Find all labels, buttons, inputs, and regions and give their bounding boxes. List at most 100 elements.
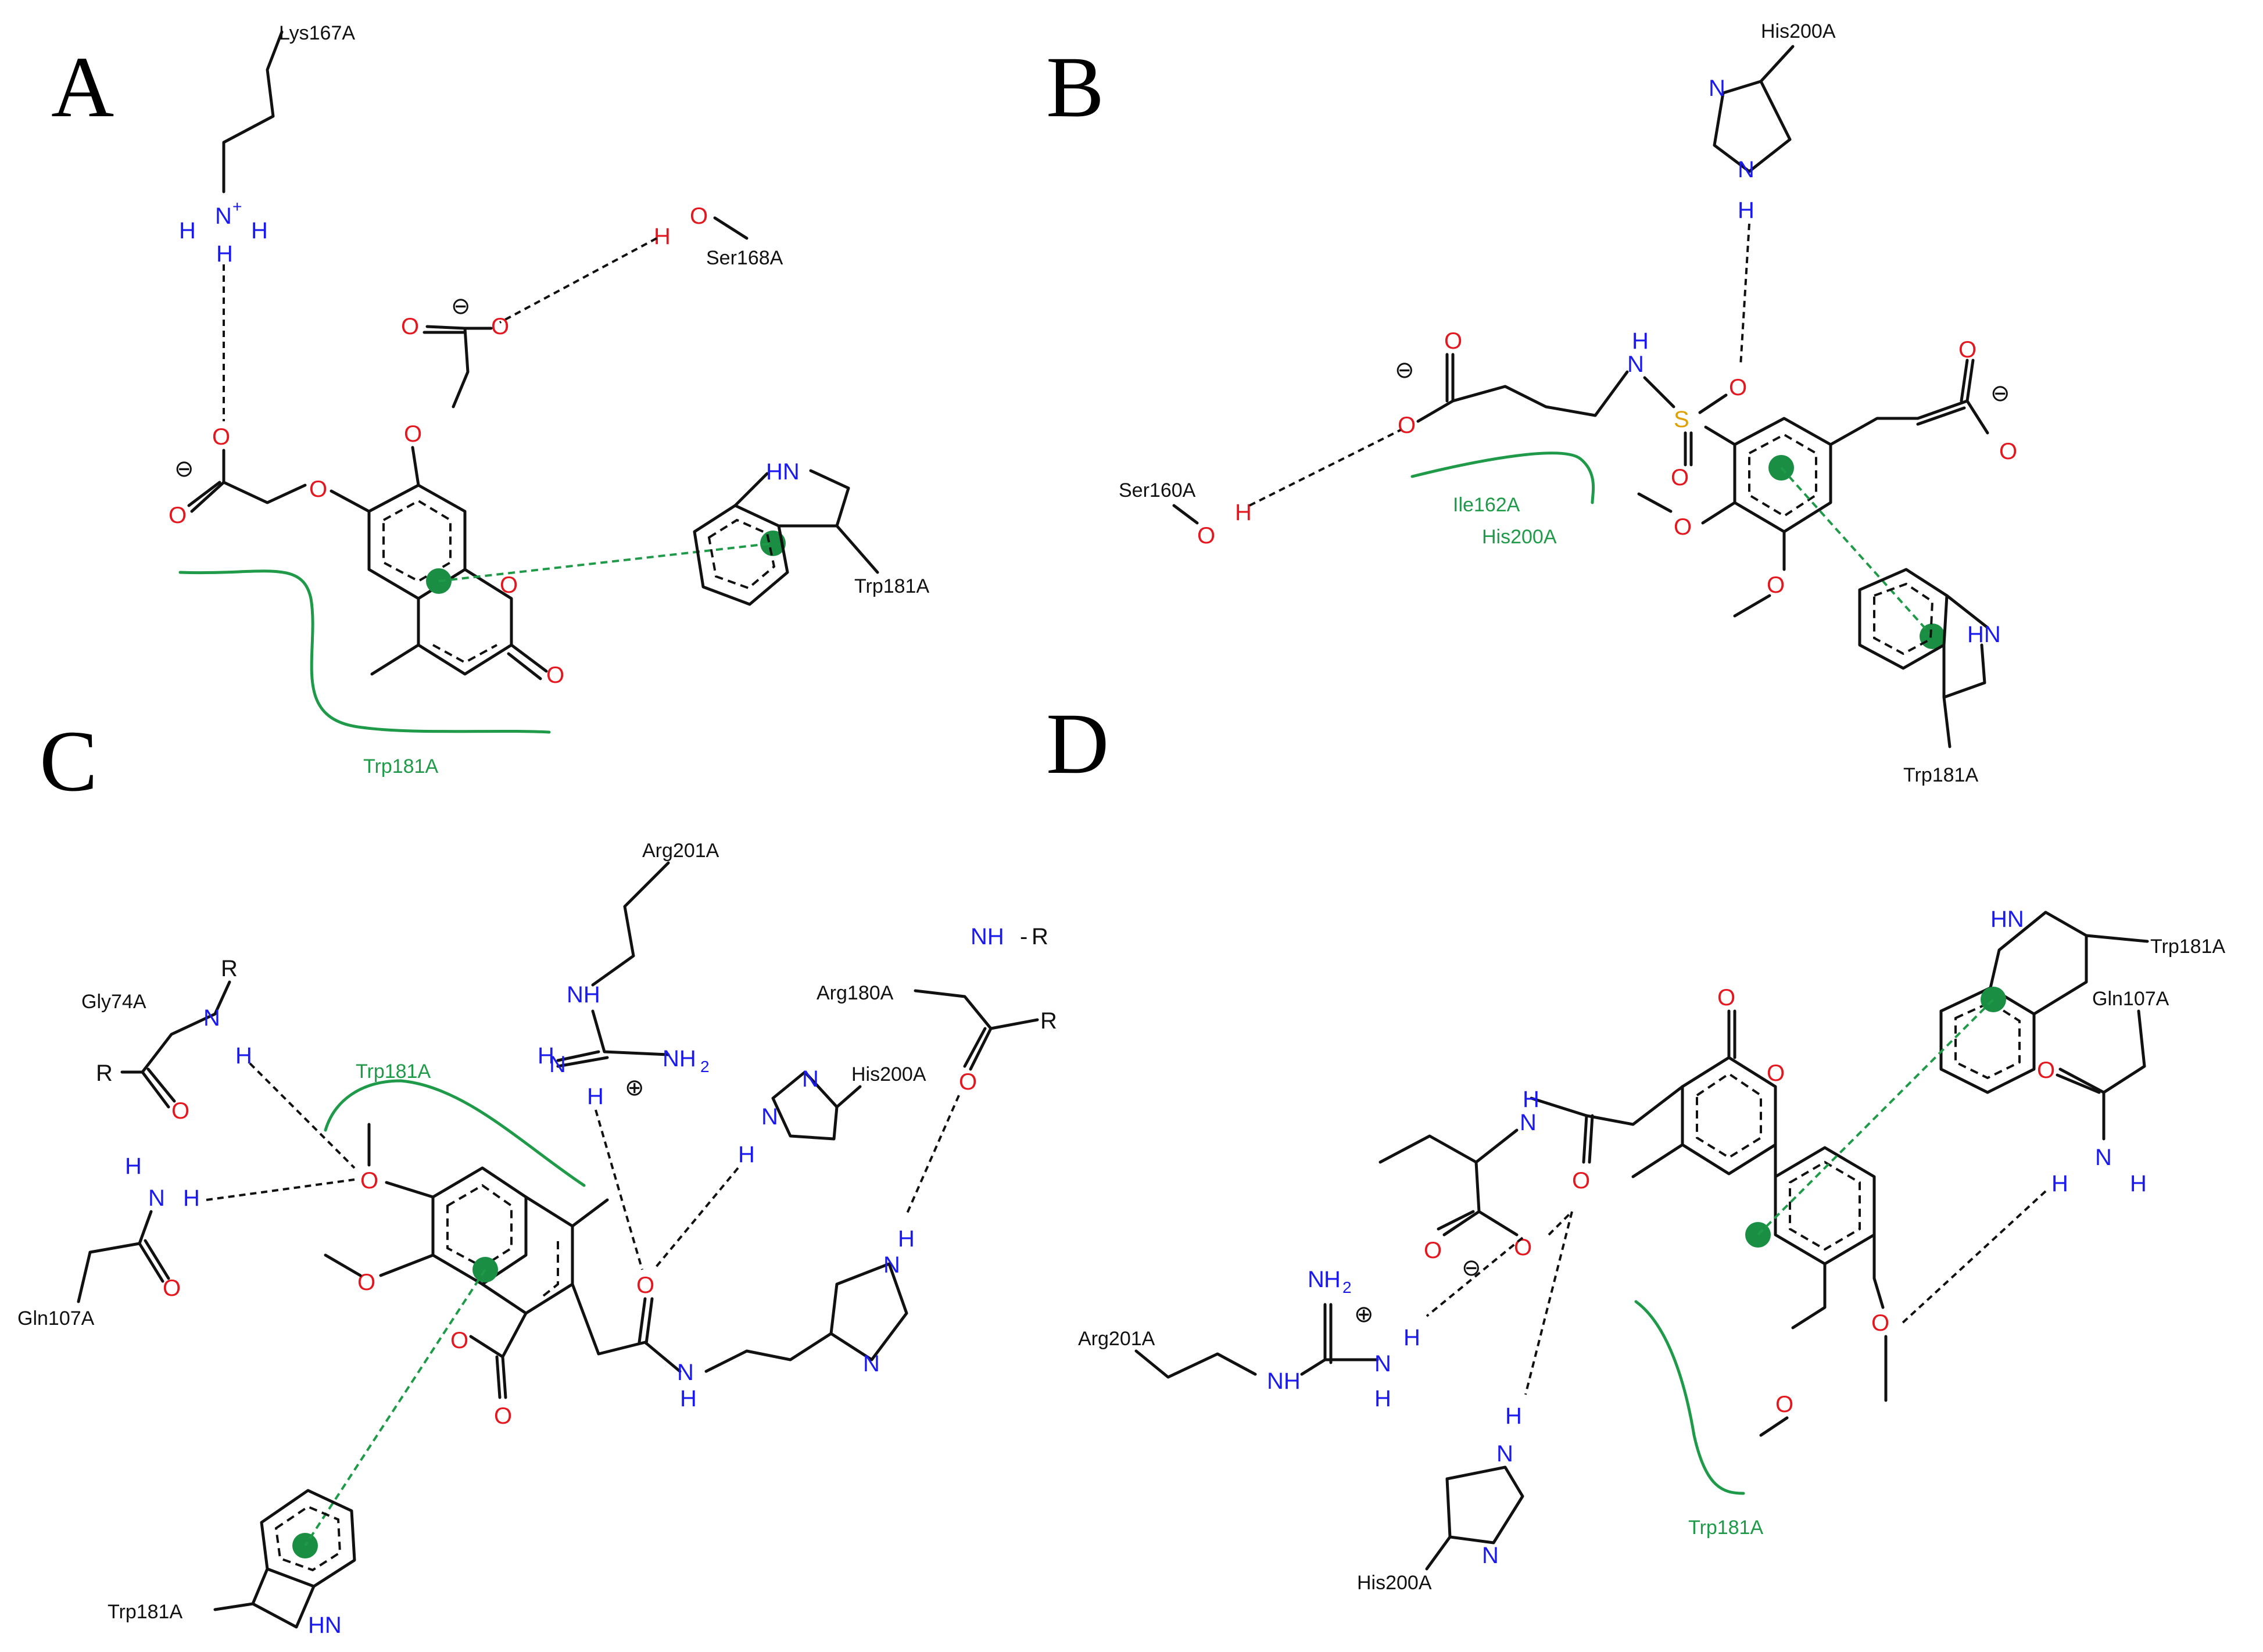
coumarin-c-amide [571,1282,682,1373]
ether-a1-o: O [309,476,327,502]
hydrophobic-d-label: Trp181A [1688,1517,1763,1539]
ser160-bond [1172,504,1199,525]
methoxy-d2-o: O [1775,1392,1793,1417]
carboxylate-a1-o2: O [169,503,187,528]
gly74-c-n: N [203,1005,220,1031]
arg201-c-label: Arg201A [642,840,719,862]
butanoate-o1: O [1444,328,1462,354]
panel-a: A Lys167A N + H H H H O Ser168A ⊖ O O O … [51,22,929,777]
arg-d-guanidine [1300,1303,1379,1376]
hydrophobic-a-label: Trp181A [363,755,438,777]
coumarin-a-methyl [370,643,420,676]
arg180-c-label: Arg180A [817,982,894,1004]
carboxylate-a1-bonds [187,449,307,513]
methoxy-b1-me [1637,492,1673,513]
sulfonyl-s: S [1674,407,1689,432]
histamine-c-n2: N [863,1351,880,1377]
carboxylate-d-bonds [1437,1160,1519,1237]
lys-n-atom: N [215,203,232,229]
hbond-ser168 [499,237,657,324]
his-d-link [1425,1535,1452,1571]
lys-chain [222,30,284,193]
hydrophobic-b-label-2: His200A [1482,526,1557,548]
methoxy-c1-bonds [367,1123,435,1199]
arg-d-nh2-sub: 2 [1342,1278,1352,1296]
his-d-ring [1445,1465,1524,1545]
amide-d-o: O [1572,1168,1590,1194]
his200-b-label: His200A [1761,20,1836,42]
gly74-c-backbone [120,980,231,1109]
carboxylate-a2-o2: O [491,314,509,339]
hbond-his200-d [1524,1211,1573,1395]
panel-d: D HN Trp181A Gln107A O N H H O O O O N H… [1046,696,2225,1594]
acrylate-o2: O [1999,439,2017,464]
panel-a-label: A [51,39,114,135]
ethyl-d-chain [1378,1128,1519,1164]
coumarin-c-carbonyl-o: O [494,1403,512,1429]
arg-c-guanidine [556,1009,670,1068]
coumarin-c-ring1-aromatic [446,1184,513,1268]
arg180-c-nh: NH [971,924,1004,949]
trp-a-hn: HN [766,459,800,485]
coumarin-d-carbonyl-o: O [1717,985,1735,1010]
hydrophobic-contact-b [1410,451,1595,504]
trp-b-pyrrole [1942,594,1989,748]
coumarin-a-ring2 [417,568,513,676]
coumarin-a-ring-o: O [500,572,518,598]
butanoate-charge: ⊖ [1395,357,1415,383]
pi-centroid-a-trp [760,531,786,556]
trp-a-benzene-aromatic [707,518,776,590]
coumarin-d-ring2-aromatic [1789,1160,1861,1251]
arg201-d-chain [1134,1349,1257,1379]
trp181-b-label: Trp181A [1903,764,1978,786]
ser160-label: Ser160A [1119,479,1196,501]
hbond-gly74-c [249,1062,356,1169]
butanoate-o2: O [1398,413,1416,438]
sulfonamide-h: H [1632,328,1649,354]
arg-d-nh2-h: H [1324,1267,1341,1292]
arg-c-h1: H [538,1043,554,1069]
acrylate-carbonyl [1960,359,1975,403]
ether-a1-bond [330,489,371,513]
arg-c-nh2-sub: 2 [700,1058,710,1076]
gln107-c-chain [77,1210,170,1303]
lys-h3: H [251,218,268,243]
amide-d-h: H [1523,1087,1539,1112]
coumarin-c-ring2-aromatic [542,1238,559,1297]
gln107-c-o: O [163,1275,181,1301]
arg180-c-r1: R [1032,924,1048,949]
his-b-n1: N [1709,76,1725,101]
hbond-gln107-c [206,1178,355,1201]
sulfonyl-o1: O [1729,375,1747,400]
arg-d-nh-left: NH [1267,1368,1301,1394]
histamine-c-n1: N [883,1252,900,1278]
hydrophobic-contact-a [178,569,551,734]
gln107-c-label: Gln107A [17,1307,95,1330]
coumarin-a-carbonyl-o: O [546,662,564,688]
ether-a2-o: O [404,421,422,447]
his-b-link [1759,45,1795,83]
ligand-d-chain [1530,1085,1684,1164]
methoxy-b2-me [1733,594,1771,618]
butanoate-carboxylate [1416,353,1455,423]
gly74-c-h: H [235,1043,252,1069]
ser160-o: O [1197,523,1215,549]
ser168-label: Ser168A [706,247,783,269]
amide-d-n: N [1520,1110,1537,1135]
hydrophobic-contact-c [324,1079,586,1187]
arg201-d-label: Arg201A [1078,1328,1155,1350]
panel-b: B His200A N N H S O O N H O O ⊖ Ser160A … [1046,20,2017,786]
trp-c-pyrrole [213,1567,316,1629]
carboxylate-d-charge: ⊖ [1462,1255,1481,1281]
carboxylate-a2-bonds [422,325,493,408]
gln107-d-chain [2056,1009,2146,1141]
gly74-c-r2: R [96,1060,113,1086]
arg-d-h2: H [1374,1386,1391,1411]
trp-d-benzene-aromatic [1954,1001,2021,1080]
gln107-d-h1: H [2051,1171,2068,1196]
arg180-c-o: O [959,1069,977,1095]
arg-d-charge: ⊕ [1354,1302,1374,1327]
hydrophobic-contact-d [1634,1300,1745,1495]
sulfonamide-n: N [1627,352,1644,377]
sulfonyl-bonds [1684,393,1728,467]
